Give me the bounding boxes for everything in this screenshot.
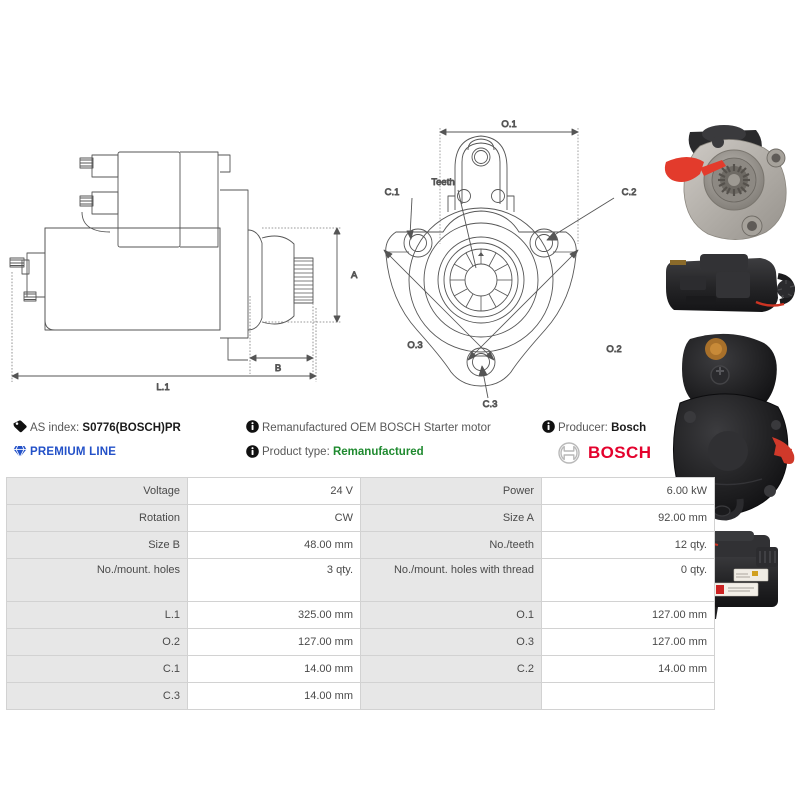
spec-value-right: 12 qty. — [541, 531, 715, 559]
front-view-extension-lines — [439, 128, 579, 244]
spec-key-right: No./mount. holes with thread — [360, 558, 542, 602]
side-view-extension-lines — [11, 227, 342, 382]
spec-key-left: Rotation — [6, 504, 188, 532]
spec-value-left: 14.00 mm — [187, 655, 361, 683]
product-photo-side-black[interactable] — [660, 246, 800, 321]
product-photo-drive-end[interactable] — [660, 118, 800, 246]
spec-key-left: C.1 — [6, 655, 188, 683]
spec-value-right: 127.00 mm — [541, 601, 715, 629]
spec-value-right: 14.00 mm — [541, 655, 715, 683]
spec-value-left: CW — [187, 504, 361, 532]
spec-key-right: C.2 — [360, 655, 542, 683]
producer-label: Producer: — [558, 422, 612, 434]
bosch-armature-icon — [558, 442, 580, 469]
remanufactured-oem-info: Remanufactured OEM BOSCH Starter motor — [262, 421, 491, 435]
spec-value-left: 48.00 mm — [187, 531, 361, 559]
dim-label-c3: C.3 — [483, 399, 498, 410]
as-index-info: AS index: S0776(BOSCH)PR — [30, 421, 181, 435]
producer-value: Bosch — [611, 422, 647, 434]
spec-key-right: O.1 — [360, 601, 542, 629]
info-icon — [542, 420, 555, 438]
gem-icon — [13, 445, 27, 463]
info-icon — [246, 420, 259, 438]
remanufactured-oem-label: Remanufactured OEM BOSCH Starter motor — [262, 422, 491, 434]
photo-drive-end-art — [664, 125, 787, 240]
spec-key-right: Size A — [360, 504, 542, 532]
dim-label-o3: O.3 — [407, 340, 422, 351]
spec-key-left: Voltage — [6, 477, 188, 505]
bosch-wordmark: BOSCH — [588, 443, 652, 462]
spec-key-right: O.3 — [360, 628, 542, 656]
side-view-group — [9, 151, 314, 361]
dim-label-l1: L.1 — [156, 382, 169, 393]
spec-key-left: No./mount. holes — [6, 558, 188, 602]
product-info-strip: AS index: S0776(BOSCH)PR Remanufactured … — [0, 418, 660, 474]
front-view-group — [385, 135, 577, 387]
dim-label-c2: C.2 — [622, 187, 637, 198]
photo-side-black-art — [666, 254, 796, 312]
dim-label-b: B — [275, 363, 281, 374]
as-index-value: S0776(BOSCH)PR — [82, 422, 181, 434]
front-view-diagonal-dims — [383, 249, 579, 361]
front-view-dimension-arrows — [406, 128, 615, 399]
product-photo-commutator-end[interactable] — [660, 321, 800, 521]
spec-value-left: 24 V — [187, 477, 361, 505]
premium-line-badge: PREMIUM LINE — [30, 445, 116, 459]
side-view-dimension-arrows — [11, 227, 341, 380]
spec-value-left: 14.00 mm — [187, 682, 361, 710]
spec-value-right: 127.00 mm — [541, 628, 715, 656]
info-icon — [246, 445, 259, 463]
dim-label-a: A — [351, 270, 358, 281]
tag-icon — [13, 420, 27, 438]
spec-value-right: 0 qty. — [541, 558, 715, 602]
spec-value-left: 3 qty. — [187, 558, 361, 602]
dim-label-o2: O.2 — [606, 344, 621, 355]
product-type-label: Product type: — [262, 446, 333, 458]
drawings-svg: A B L.1 — [9, 119, 637, 410]
product-type-info: Product type: Remanufactured — [262, 445, 424, 459]
dim-label-c1: C.1 — [385, 187, 400, 198]
as-index-label: AS index: — [30, 422, 83, 434]
spec-key-right — [360, 682, 542, 710]
producer-info: Producer: Bosch — [558, 421, 646, 435]
spec-key-left: O.2 — [6, 628, 188, 656]
spec-key-left: C.3 — [6, 682, 188, 710]
spec-value-right: 6.00 kW — [541, 477, 715, 505]
bosch-brand-logo: BOSCH — [558, 441, 654, 465]
annotation-teeth: Teeth — [431, 177, 454, 188]
product-type-value: Remanufactured — [332, 446, 424, 458]
spec-value-left: 127.00 mm — [187, 628, 361, 656]
technical-drawings-panel: A B L.1 — [0, 0, 660, 410]
spec-value-left: 325.00 mm — [187, 601, 361, 629]
spec-key-right: No./teeth — [360, 531, 542, 559]
spec-value-right: 92.00 mm — [541, 504, 715, 532]
spec-value-right — [541, 682, 715, 710]
spec-key-right: Power — [360, 477, 542, 505]
spec-key-left: L.1 — [6, 601, 188, 629]
dim-label-o1: O.1 — [501, 119, 516, 130]
premium-line-label: PREMIUM LINE — [30, 446, 117, 458]
spec-key-left: Size B — [6, 531, 188, 559]
